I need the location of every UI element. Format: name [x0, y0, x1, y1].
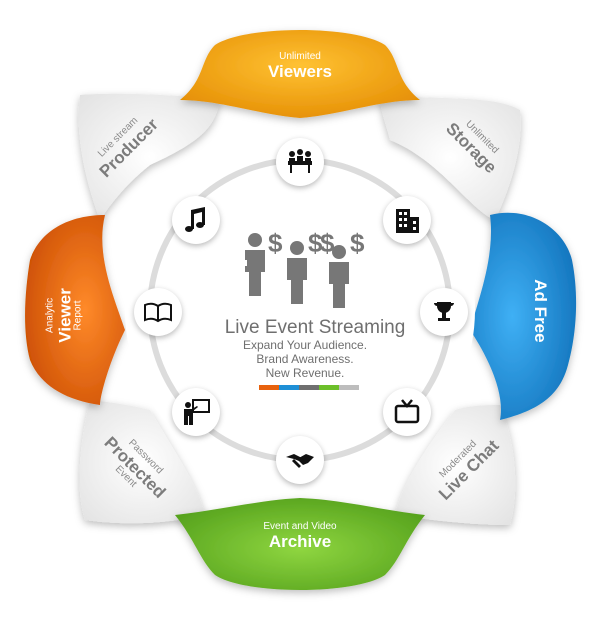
petal-livechat [395, 405, 516, 525]
color-bar-gray [299, 385, 319, 390]
segment-report: Analytic Viewer Report [44, 265, 85, 365]
businessmen-icon: $ $ $ $ [242, 228, 365, 308]
center-line-2: Brand Awareness. [256, 352, 354, 366]
segment-report-small2: Report [72, 300, 84, 331]
segment-viewers: Unlimited Viewers [250, 51, 350, 81]
meeting-icon [276, 138, 324, 186]
svg-text:$: $ [268, 228, 283, 258]
music-note-icon [172, 196, 220, 244]
color-bar [259, 385, 359, 390]
center-line-3: New Revenue. [265, 366, 345, 380]
segment-archive-small: Event and Video [263, 521, 337, 532]
segment-adfree-big: Ad Free [530, 279, 550, 343]
center-title: Live Event Streaming [224, 317, 406, 338]
center-subtitle: Expand Your Audience. Brand Awareness. N… [215, 338, 395, 380]
svg-text:$: $ [350, 228, 365, 258]
petal-adfree [470, 212, 577, 420]
color-bar-light [339, 385, 359, 390]
petal-viewers [180, 30, 420, 118]
color-bar-green [319, 385, 339, 390]
presenter-icon [172, 388, 220, 436]
segment-viewers-small: Unlimited [279, 51, 321, 62]
segment-report-big: Viewer [55, 288, 75, 343]
svg-text:$: $ [320, 228, 335, 258]
segment-report-small: Analytic [44, 297, 56, 333]
segment-archive: Event and Video Archive [245, 521, 355, 551]
petal-protected [79, 400, 205, 524]
petal-archive [175, 498, 425, 590]
segment-viewers-big: Viewers [268, 61, 332, 81]
book-icon [134, 288, 182, 336]
color-bar-blue [279, 385, 299, 390]
center-line-1: Expand Your Audience. [242, 338, 368, 352]
color-bar-orange [259, 385, 279, 390]
segment-archive-big: Archive [268, 531, 332, 551]
petal-producer [78, 93, 221, 220]
petal-report [25, 215, 125, 405]
trophy-icon [420, 288, 468, 336]
tv-icon [383, 388, 431, 436]
handshake-icon [276, 436, 324, 484]
segment-adfree: Ad Free [530, 261, 550, 361]
petal-storage [380, 95, 521, 220]
svg-text:$: $ [308, 228, 323, 258]
building-icon [383, 196, 431, 244]
